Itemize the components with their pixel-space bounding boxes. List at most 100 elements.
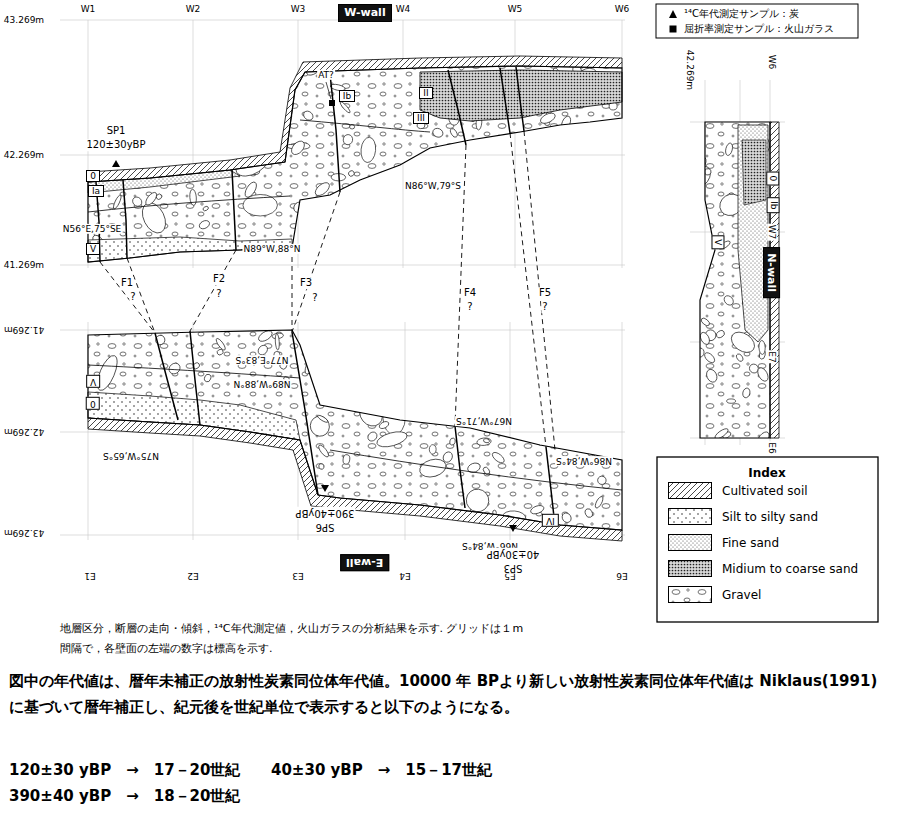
gravel-clast: [382, 525, 393, 536]
unit-contact: [88, 120, 622, 490]
gravel-clast: [483, 438, 490, 443]
unit-box: II: [419, 87, 432, 100]
annotation-label: N86°W,79°S: [404, 181, 462, 191]
gravel-clast: [429, 410, 442, 423]
gravel-clast: [333, 210, 343, 219]
annotation-label: ?: [466, 301, 473, 313]
gravel-clast: [253, 455, 262, 464]
fault-correlation: [100, 131, 555, 450]
gravel-clast: [308, 414, 332, 439]
pattern-sample: [669, 483, 712, 499]
note-text: 図中の年代値は、暦年未補正の放射性炭素同位体年代値。10000 年 BPより新し…: [8, 668, 894, 720]
gravel-clast: [591, 348, 597, 360]
gravel-clast: [167, 57, 178, 66]
gravel-clast: [584, 508, 594, 519]
gravel-clast: [227, 65, 238, 73]
unit-label: E-wall: [346, 556, 383, 569]
pattern-sample: [669, 535, 712, 551]
legend-entry: Midium to coarse sand: [668, 560, 858, 577]
leader-line: [326, 82, 331, 99]
legend-swatch: [668, 508, 712, 525]
annotation-label: F5: [538, 287, 552, 299]
annotation-label: F3: [299, 277, 313, 289]
fault-line: [292, 332, 318, 495]
gravel-clast: [688, 163, 714, 191]
gravel-clast: [506, 241, 518, 252]
gravel-clast: [722, 294, 735, 307]
unit-label: 0: [90, 171, 96, 182]
unit-box: 0: [86, 397, 100, 410]
gravel-clast: [117, 109, 128, 123]
gravel-clast: [534, 426, 544, 435]
gravel-clast: [477, 437, 492, 446]
grid-line: [88, 322, 622, 540]
unit-label: Ib: [343, 91, 351, 102]
gravel-clast: [342, 134, 353, 146]
gravel-clast: [384, 189, 399, 206]
pattern-sample: [669, 561, 712, 577]
annotation-label: W6: [767, 54, 777, 71]
fault-line: [232, 170, 236, 250]
gravel-clast: [216, 348, 224, 356]
fine-sand-unit: [738, 125, 768, 342]
annotation-label: 43.269m: [3, 15, 45, 25]
gravel-clast: [112, 194, 122, 210]
gravel-clast: [594, 495, 605, 509]
unit-box: Ia: [88, 185, 104, 198]
annotation-label: 42.269m: [3, 150, 45, 160]
unit-box: III: [413, 112, 429, 125]
gravel-clast: [605, 374, 620, 388]
gravel-clast: [448, 192, 461, 203]
gravel-clast: [449, 437, 456, 445]
annotation-label: Index: [747, 467, 786, 481]
gravel-clast: [550, 129, 556, 140]
unit-label: V: [713, 239, 724, 245]
unit-box: 0: [767, 171, 780, 185]
annotation-label: E2: [186, 571, 199, 581]
note-text: 390±40 yBP → 18－20世紀: [8, 783, 242, 809]
legend-entry: Gravel: [668, 586, 761, 603]
unit-label: W-wall: [344, 6, 385, 19]
gravel-clast: [517, 149, 532, 158]
gravel-clast: [439, 150, 451, 162]
gravel-clast: [298, 519, 310, 531]
gravel-clast: [275, 334, 280, 351]
annotation-label: W2: [185, 4, 202, 14]
annotation-label: W3: [290, 4, 307, 14]
unit-label: 0: [768, 175, 779, 181]
gravel-clast: [342, 454, 350, 464]
gravel-clast: [87, 450, 96, 467]
gravel-clast: [297, 331, 305, 338]
gravel-clast: [102, 437, 109, 443]
unit-box: Ib: [767, 197, 780, 213]
gravel-clast: [597, 252, 607, 262]
gravel-clast: [131, 195, 144, 208]
gravel-clast: [523, 214, 532, 221]
gravel-clast: [378, 420, 390, 430]
annotation-label: ?: [311, 292, 318, 304]
annotation-label: N86°W,84°S: [555, 456, 613, 466]
unit-label: Ia: [92, 186, 100, 197]
annotation-label: E4: [398, 571, 411, 581]
gravel-clast: [444, 151, 451, 164]
legend-entry: 屈折率測定サンプル：火山ガラス: [668, 22, 834, 36]
legend-swatch: [668, 482, 712, 499]
gravel-clast: [429, 192, 440, 202]
gravel-clast: [742, 387, 751, 398]
gravel-clast: [756, 366, 771, 383]
unit-label: II: [423, 88, 428, 99]
annotation-label: 42.269m: [3, 427, 45, 437]
gravel-clast: [385, 390, 398, 404]
gravel-clast: [348, 240, 357, 251]
fault-line: [455, 426, 465, 508]
gravel-clast: [493, 215, 502, 225]
gravel-clast: [715, 329, 725, 339]
annotation-label: F4: [463, 287, 477, 299]
symbol-legend-frame: [656, 4, 858, 38]
note-text: 40±30 yBP → 15－17世紀: [270, 757, 493, 783]
gravel-clast: [317, 444, 330, 459]
annotation-label: 120±30yBP: [86, 139, 147, 151]
dashed-fault-link: [127, 258, 155, 333]
gravel-clast: [700, 317, 711, 327]
